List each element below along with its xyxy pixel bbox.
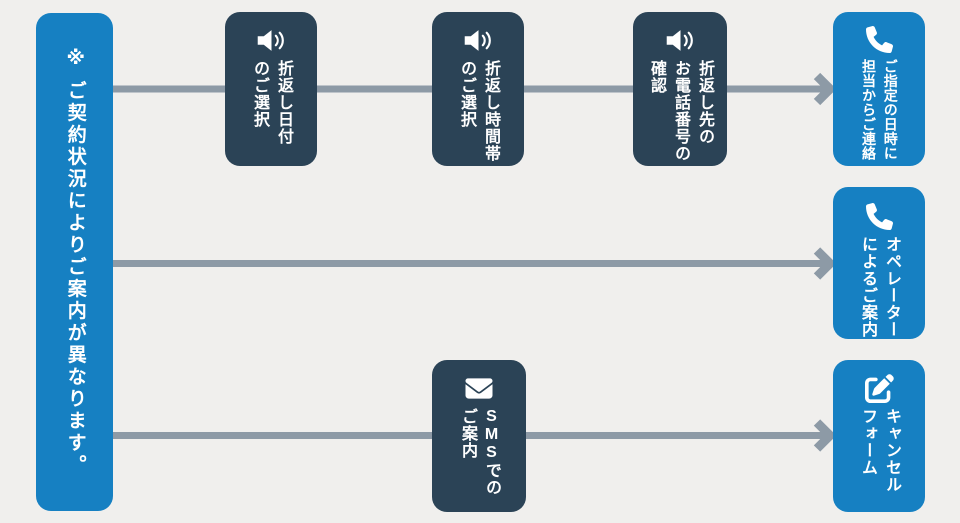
edit-form-icon: [864, 373, 894, 403]
contract-note-box: ※ ご契約状況によりご案内が異なります。: [36, 13, 113, 511]
step-sms-guidance: SMSでの ご案内: [432, 360, 526, 512]
result-label: オペレーター によるご案内: [859, 236, 900, 338]
step-callback-time: 折返し時間帯 のご選択: [432, 12, 524, 166]
phone-icon: [865, 201, 893, 231]
step-callback-date: 折返し日付 のご選択: [225, 12, 317, 166]
result-operator-guidance: オペレーター によるご案内: [833, 187, 925, 339]
contract-note-text: ※ ご契約状況によりご案内が異なります。: [64, 47, 86, 477]
step-label: SMSでの ご案内: [459, 408, 500, 496]
step-label: 折返し日付 のご選択: [251, 60, 292, 145]
result-cancel-form: キャンセル フォーム: [833, 360, 925, 512]
step-label: 折返し時間帯 のご選択: [458, 60, 499, 162]
step-label: 折返し先の お電話番号の 確認: [648, 60, 713, 162]
phone-icon: [865, 24, 893, 54]
speaker-icon: [463, 25, 494, 55]
result-scheduled-call: ご指定の日時に 担当からご連絡: [833, 12, 925, 166]
envelope-icon: [462, 373, 496, 403]
arrow-row2: [112, 247, 837, 280]
result-label: ご指定の日時に 担当からご連絡: [861, 59, 899, 161]
step-phone-number-confirm: 折返し先の お電話番号の 確認: [633, 12, 727, 166]
speaker-icon: [665, 25, 696, 55]
result-label: キャンセル フォーム: [859, 408, 900, 493]
speaker-icon: [256, 25, 287, 55]
